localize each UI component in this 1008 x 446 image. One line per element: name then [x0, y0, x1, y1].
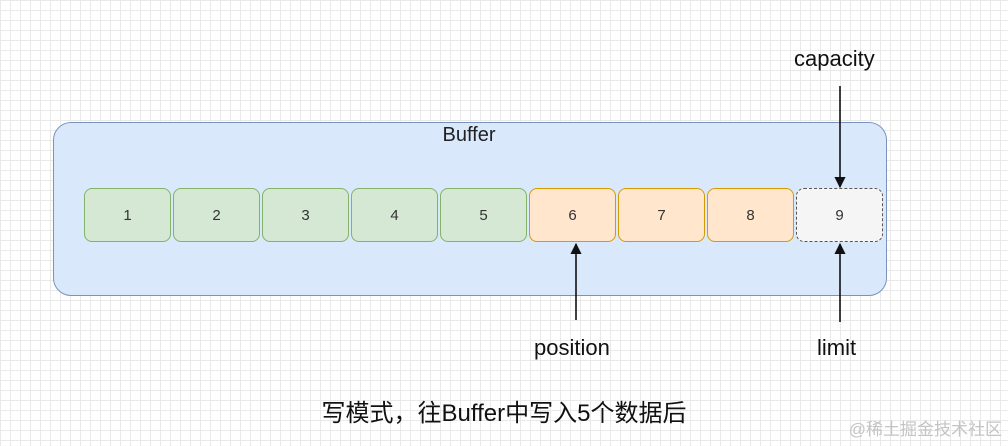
- buffer-cell-5: 5: [440, 188, 527, 242]
- buffer-cell-6: 6: [529, 188, 616, 242]
- limit-label: limit: [817, 335, 857, 360]
- capacity-label: capacity: [794, 46, 875, 71]
- buffer-cell-1: 1: [84, 188, 171, 242]
- buffer-cell-2: 2: [173, 188, 260, 242]
- buffer-cell-4: 4: [351, 188, 438, 242]
- position-label: position: [534, 335, 610, 360]
- buffer-cell-3: 3: [262, 188, 349, 242]
- buffer-cell-7: 7: [618, 188, 705, 242]
- buffer-cell-9: 9: [796, 188, 883, 242]
- diagram-caption: 写模式，往Buffer中写入5个数据后: [321, 400, 687, 427]
- buffer-cell-8: 8: [707, 188, 794, 242]
- watermark: @稀土掘金技术社区: [848, 420, 1002, 439]
- buffer-title: Buffer: [442, 124, 496, 146]
